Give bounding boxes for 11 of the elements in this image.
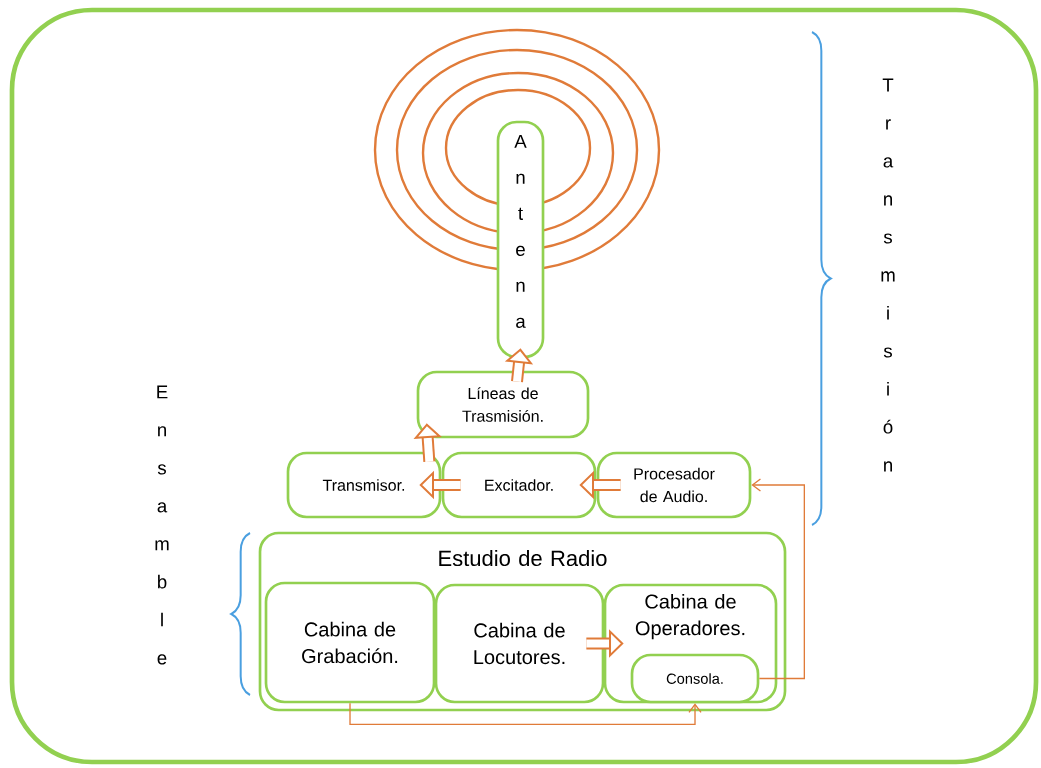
vertical-label: Ensamble xyxy=(155,385,169,665)
process-box: Transmisor. xyxy=(286,451,442,519)
process-box: Excitador. xyxy=(441,451,597,519)
console-box: Consola. xyxy=(630,653,760,704)
booth-box: Cabina de Grabación. xyxy=(264,581,436,704)
booth-box: Cabina de Locutores. xyxy=(434,583,605,704)
vertical-label: Transmisión xyxy=(881,78,895,472)
connector-arrow xyxy=(751,478,805,680)
process-box: Procesador de Audio. xyxy=(596,451,752,519)
connector-arrow xyxy=(349,702,702,725)
process-box: Líneas de Trasmisión. xyxy=(416,370,590,439)
